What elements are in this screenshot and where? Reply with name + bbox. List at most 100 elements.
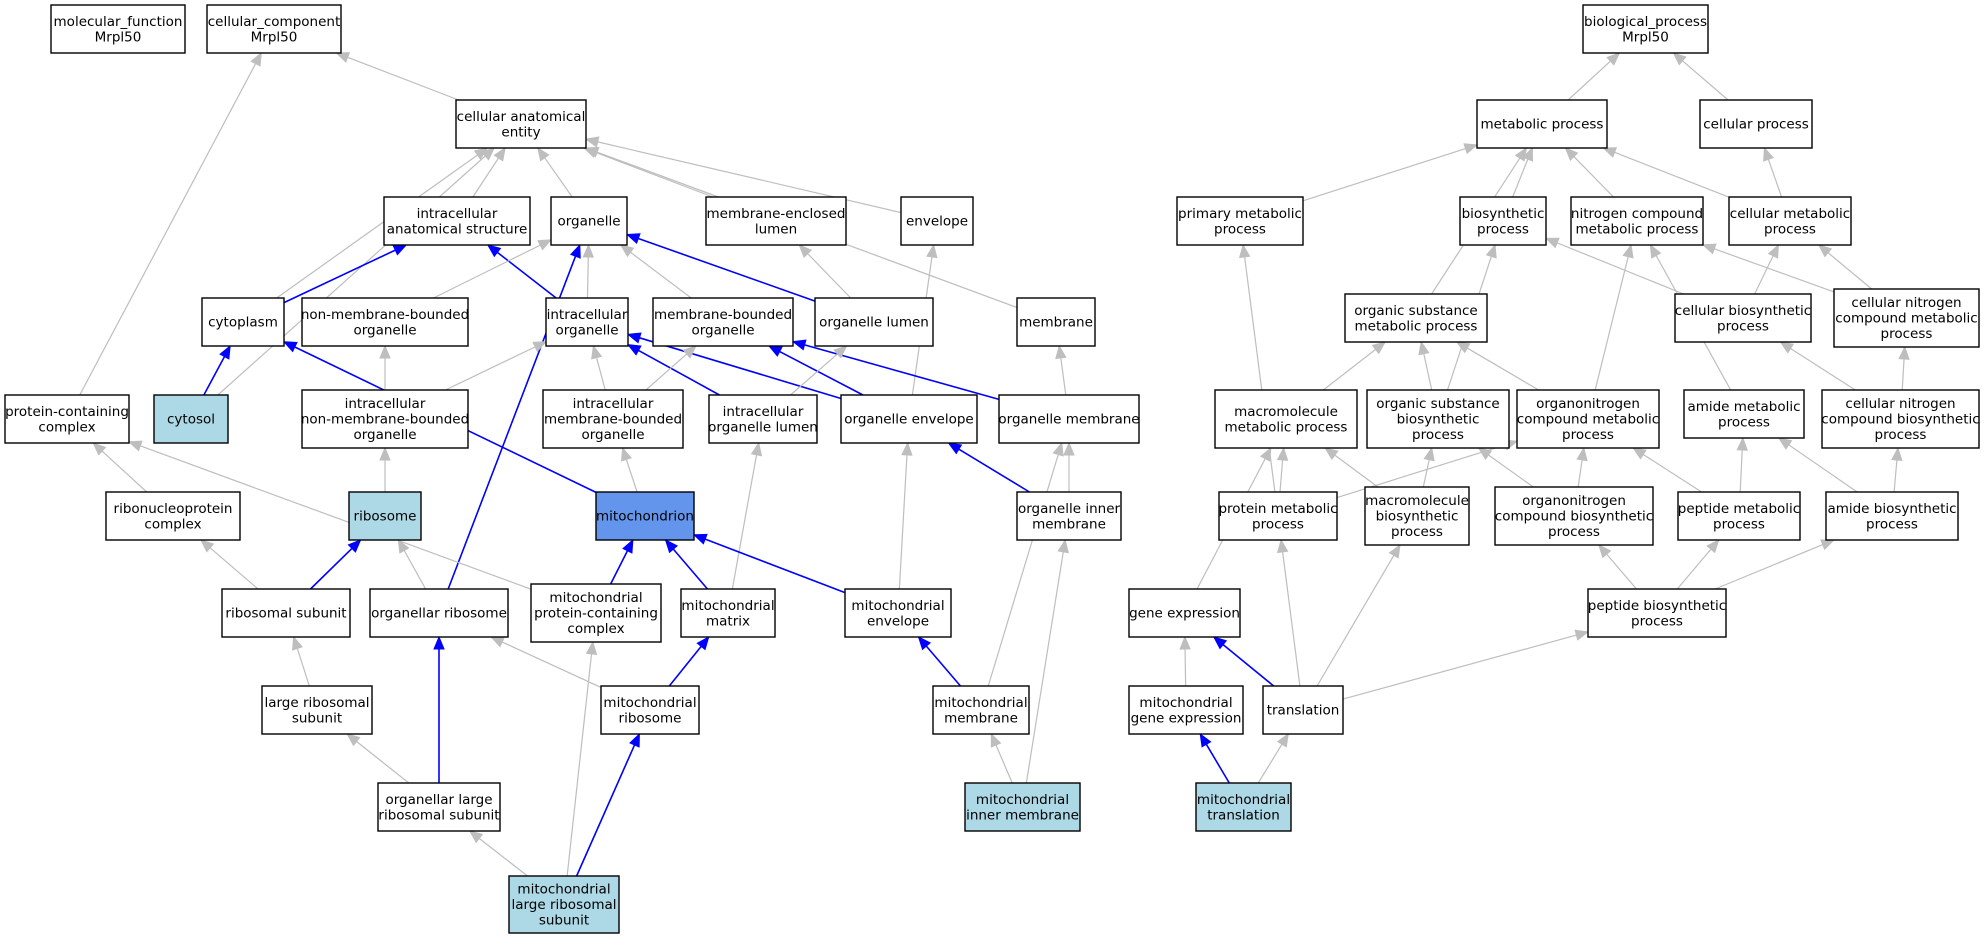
node-label: non-membrane-bounded <box>301 307 469 323</box>
edge-iol-to-ol <box>790 345 848 396</box>
node-label: cellular_component <box>208 14 340 30</box>
edge-line <box>1594 256 1629 391</box>
edge-line <box>309 547 353 590</box>
edge-ol-to-mel <box>798 244 852 299</box>
edge-line <box>1606 553 1637 590</box>
node-label: compound biosynthetic <box>1495 509 1653 525</box>
node-metp: metabolic process <box>1476 99 1608 149</box>
node-label: organic substance <box>1354 303 1477 319</box>
node-label: membrane-bounded <box>654 307 792 323</box>
edge-line <box>276 154 478 299</box>
node-label: membrane <box>1019 315 1093 331</box>
edge-line <box>1334 454 1379 488</box>
node-box <box>1459 196 1547 246</box>
node-label: Mrpl50 <box>251 29 298 45</box>
node-label: process <box>1412 427 1464 443</box>
edge-arrowhead <box>767 345 783 357</box>
edge-arrowhead <box>1763 146 1774 162</box>
edge-line <box>1512 158 1529 198</box>
edge-line <box>995 744 1013 784</box>
node-label: envelope <box>867 613 929 629</box>
node-label: biosynthetic <box>1397 412 1480 428</box>
edge-arrowhead <box>1276 446 1289 461</box>
node-label: protein-containing <box>534 606 658 622</box>
edge-line <box>1714 248 1835 293</box>
edge-arrowhead <box>1212 636 1228 650</box>
edge-arrowhead <box>1055 344 1067 360</box>
edge-arrowhead <box>1463 143 1479 155</box>
edge-line <box>668 645 702 687</box>
node-cytoplasm: cytoplasm <box>201 297 285 347</box>
node-label: mitochondrial <box>681 598 774 614</box>
edge-arrowhead <box>622 538 634 554</box>
edge-line <box>101 450 148 493</box>
node-box <box>932 685 1030 735</box>
edge-cmp-to-cp <box>1763 146 1783 198</box>
edge-ncmp-to-metp <box>1564 147 1614 198</box>
edge-line <box>645 353 688 391</box>
edge-layer <box>79 51 1910 877</box>
edge-line <box>283 249 396 304</box>
node-label: process <box>1718 414 1770 430</box>
edge-line <box>1556 242 1684 295</box>
node-label: organelle <box>581 427 644 443</box>
node-box <box>201 297 285 347</box>
node-label: organelle <box>557 214 620 230</box>
edge-inmbo-to-io <box>445 341 548 391</box>
edge-rs-to-ribosome <box>309 539 362 590</box>
edge-arrowhead <box>532 341 548 353</box>
edge-arrowhead <box>682 345 697 359</box>
edge-cp-to-bp <box>1672 52 1729 101</box>
edge-arrowhead <box>833 345 848 359</box>
node-label: process <box>1717 318 1769 334</box>
node-label: biosynthetic <box>1462 206 1545 222</box>
edge-arrowhead <box>493 146 506 162</box>
edge-arrowhead <box>1179 635 1191 650</box>
edge-arrowhead <box>1276 538 1289 554</box>
node-label: intracellular <box>573 396 654 412</box>
node-label: ribosomal subunit <box>225 606 346 622</box>
node-label: process <box>1764 221 1816 237</box>
node-label: cellular metabolic <box>1730 206 1850 222</box>
node-box <box>1195 782 1292 832</box>
node-organelle: organelle <box>550 196 628 246</box>
edge-imbo-to-mbo <box>645 345 697 391</box>
node-box <box>153 394 229 444</box>
node-cytosol: cytosol <box>153 394 229 444</box>
edge-line <box>203 356 226 396</box>
edge-line <box>217 155 486 396</box>
edge-oncbp-to-osbp <box>1477 447 1534 488</box>
node-label: macromolecule <box>1365 493 1469 509</box>
node-box <box>383 196 531 246</box>
edge-arrowhead <box>1455 341 1471 354</box>
edge-arrowhead <box>621 446 632 462</box>
edge-arrowhead <box>537 239 553 251</box>
node-box <box>1570 196 1704 246</box>
edge-ribosome-to-inmbo <box>379 446 391 492</box>
node-label: intracellular <box>547 307 628 323</box>
node-layer: molecular_functionMrpl50cellular_compone… <box>4 4 1980 934</box>
edge-macbp-to-macmp <box>1324 447 1379 488</box>
node-label: organellar ribosome <box>371 606 507 622</box>
edge-arrowhead <box>1602 147 1618 158</box>
edge-arrowhead <box>1817 244 1833 258</box>
edge-arrowhead <box>1574 629 1590 641</box>
edge-arrowhead <box>917 636 932 651</box>
node-label: membrane <box>944 710 1018 726</box>
edge-line <box>779 350 864 396</box>
node-box <box>1016 491 1122 541</box>
node-box <box>1699 99 1813 149</box>
node-label: mitochondrial <box>603 695 696 711</box>
node-label: Mrpl50 <box>95 29 142 45</box>
edge-cbp-to-cmp <box>1754 243 1779 295</box>
